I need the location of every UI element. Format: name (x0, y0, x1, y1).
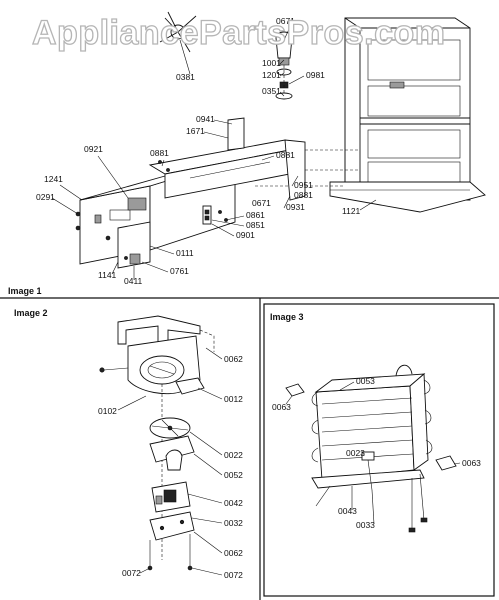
part-label-0381: 0381 (176, 72, 195, 82)
image3-panel: Image 3 (263, 303, 495, 597)
part-label-0921: 0921 (84, 144, 103, 154)
part-label-0981-top: 0981 (306, 70, 325, 80)
image3-labels: 0053 0063 0023 0063 0043 0033 (272, 376, 481, 530)
part-label-1671: 1671 (186, 126, 205, 136)
part-label-0351: 0351 (262, 86, 281, 96)
image3-leader-lines (285, 381, 461, 525)
part-label-0881-a: 0881 (150, 148, 169, 158)
part-label-0671: 0671 (252, 198, 271, 208)
part-label-0043: 0043 (338, 506, 357, 516)
fan-motor (151, 481, 191, 513)
small-brackets (124, 160, 228, 260)
part-label-0411: 0411 (124, 276, 143, 286)
fan-blade (149, 417, 191, 439)
image2-panel: Image 2 (14, 308, 243, 580)
image2-labels: 0062 0012 0102 0022 0052 0042 0032 0062 … (98, 354, 243, 580)
part-label-0291: 0291 (36, 192, 55, 202)
part-label-0761: 0761 (170, 266, 189, 276)
part-label-0851: 0851 (246, 220, 265, 230)
motor-mount (149, 435, 195, 471)
coil-clips (285, 383, 457, 471)
defrost-heater (311, 469, 428, 533)
image1-leader-lines (51, 26, 377, 280)
panel-title-image1: Image 1 (8, 286, 42, 296)
part-label-1001: 1001 (262, 58, 281, 68)
part-label-0033: 0033 (356, 520, 375, 530)
part-label-0111: 0111 (176, 248, 194, 258)
defrost-thermostat (361, 451, 375, 491)
part-label-0063-right: 0063 (462, 458, 481, 468)
part-label-0931: 0931 (286, 202, 305, 212)
part-label-0032: 0032 (224, 518, 243, 528)
image1-panel: 0671 1001 1201 0981 0351 0381 0941 1671 … (8, 11, 486, 296)
part-label-0023: 0023 (346, 448, 365, 458)
evaporator-fan-blade (159, 11, 197, 53)
part-label-0072-right: 0072 (224, 570, 243, 580)
part-label-0053: 0053 (356, 376, 375, 386)
part-label-0022: 0022 (224, 450, 243, 460)
panel-title-image2: Image 2 (14, 308, 48, 318)
part-label-0951: 0951 (294, 180, 313, 190)
fan-shroud (99, 335, 205, 395)
part-label-0102: 0102 (98, 406, 117, 416)
part-label-1121: 1121 (342, 206, 361, 216)
part-label-0901: 0901 (236, 230, 255, 240)
part-label-0881-c: 0881 (294, 190, 313, 200)
air-duct (148, 117, 306, 201)
image3-frame (263, 303, 495, 597)
part-label-0052: 0052 (224, 470, 243, 480)
part-label-0063-left: 0063 (272, 402, 291, 412)
damper-assembly (275, 31, 293, 100)
image1-labels: 0671 1001 1201 0981 0351 0381 0941 1671 … (36, 16, 361, 286)
part-label-1141: 1141 (98, 270, 117, 280)
part-label-1201: 1201 (262, 70, 281, 80)
motor-bracket (147, 511, 195, 571)
part-label-0861: 0861 (246, 210, 265, 220)
part-label-0881-b: 0881 (276, 150, 295, 160)
image2-leader-lines (117, 347, 223, 576)
part-label-0671-top: 0671 (276, 16, 295, 26)
part-label-0012: 0012 (224, 394, 243, 404)
watermark-text: AppliancePartsPros.com (32, 14, 445, 52)
part-label-0072-left: 0072 (122, 568, 141, 578)
panel-title-image3: Image 3 (270, 312, 304, 322)
part-label-0941: 0941 (196, 114, 215, 124)
part-label-0062-top: 0062 (224, 354, 243, 364)
part-label-0062-bottom: 0062 (224, 548, 243, 558)
refrigerator-cabinet (255, 17, 486, 213)
part-label-0042: 0042 (224, 498, 243, 508)
part-label-1241: 1241 (44, 174, 63, 184)
